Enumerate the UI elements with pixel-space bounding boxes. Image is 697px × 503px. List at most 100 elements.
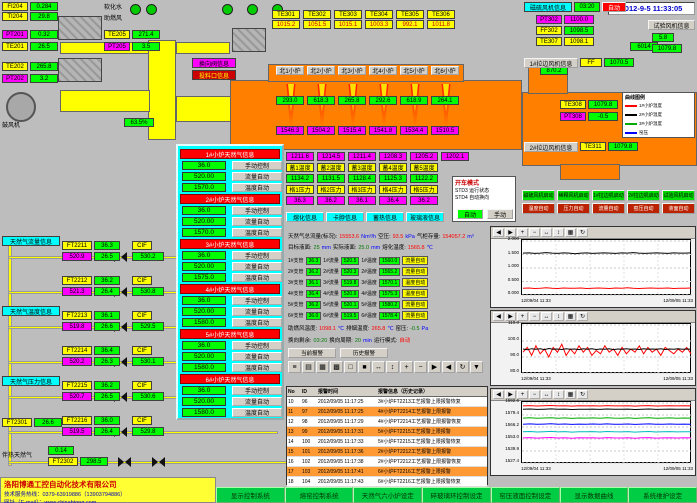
hmi-button[interactable]: 1#拉边机启动 — [592, 190, 625, 201]
clear-icon[interactable]: □ — [344, 361, 357, 373]
popup-button-temp[interactable]: 温度自动 — [232, 318, 282, 327]
hmi-button[interactable]: 北3小炉 — [338, 66, 366, 75]
hmi-button[interactable]: 玻璃液信息 — [406, 212, 444, 222]
popup-button-temp[interactable]: 温度自动 — [232, 363, 282, 372]
bottom-nav-button-4[interactable]: 窑压液面控制设定 — [490, 487, 560, 503]
dropdown-icon[interactable]: ▼ — [470, 361, 483, 373]
hmi-button[interactable]: 蓄热信息 — [366, 212, 404, 222]
menu-icon[interactable]: ≡ — [288, 361, 301, 373]
back-icon[interactable]: ◀ — [442, 361, 455, 373]
refresh-icon[interactable]: ↻ — [577, 390, 588, 399]
bottom-nav-button-5[interactable]: 显示数据曲线 — [559, 487, 629, 503]
hmi-button[interactable]: 2#拉边风机信息 — [524, 142, 578, 152]
grid-icon[interactable]: ▦ — [316, 361, 329, 373]
refresh-icon[interactable]: ↻ — [456, 361, 469, 373]
valve-icon[interactable] — [152, 457, 165, 467]
zoom-in-icon[interactable]: + — [517, 312, 528, 321]
bottom-nav-button-1[interactable]: 熔窑控制系统 — [284, 487, 354, 503]
popup-button-flow[interactable]: 流量自动 — [232, 262, 282, 271]
alarm-tab-1[interactable]: 历史报警 — [340, 348, 388, 358]
hmi-button[interactable]: 压力自动 — [557, 203, 590, 214]
fit-width-icon[interactable]: ↔ — [541, 228, 552, 237]
popup-button-flow[interactable]: 流量自动 — [232, 172, 282, 181]
fit-width-icon[interactable]: ↔ — [541, 390, 552, 399]
zoom-out-icon[interactable]: − — [529, 228, 540, 237]
hmi-button[interactable]: 液面自动 — [662, 203, 695, 214]
hmi-button[interactable]: 温度自动 — [522, 203, 555, 214]
popup-button-manual[interactable]: 手动控制 — [232, 161, 282, 170]
pump-icon[interactable] — [247, 4, 258, 15]
popup-button-flow[interactable]: 流量自动 — [232, 217, 282, 226]
popup-button-temp[interactable]: 温度自动 — [232, 273, 282, 282]
zoom-out-icon[interactable]: − — [414, 361, 427, 373]
grid-icon[interactable]: ▦ — [565, 390, 576, 399]
fit-height-icon[interactable]: ↕ — [553, 390, 564, 399]
popup-button-manual[interactable]: 手动控制 — [232, 251, 282, 260]
popup-button-flow[interactable]: 流量自动 — [232, 307, 282, 316]
pan-left-icon[interactable]: ◀ — [493, 312, 504, 321]
blower-icon[interactable] — [6, 92, 36, 122]
pump-icon[interactable] — [146, 4, 157, 15]
fit-height-icon[interactable]: ↕ — [553, 228, 564, 237]
popup-button-temp[interactable]: 温度自动 — [232, 183, 282, 192]
pan-right-icon[interactable]: ▶ — [505, 312, 516, 321]
hmi-button[interactable]: 2#拉边机启动 — [627, 190, 660, 201]
hmi-button[interactable]: 熔化信息 — [286, 212, 324, 222]
popup-button-manual[interactable]: 手动控制 — [232, 296, 282, 305]
hmi-button[interactable]: 流量自动 — [592, 203, 625, 214]
hmi-button[interactable]: 窑压自动 — [627, 203, 660, 214]
fit-width-icon[interactable]: ↔ — [541, 312, 552, 321]
mode-button-0[interactable]: 自动 — [457, 209, 483, 219]
valve-icon[interactable] — [118, 457, 131, 467]
hmi-button[interactable]: 卡脖信息 — [326, 212, 364, 222]
pan-left-icon[interactable]: ◀ — [493, 390, 504, 399]
pump-icon[interactable] — [130, 4, 141, 15]
fill-icon[interactable]: ■ — [358, 361, 371, 373]
popup-button-flow[interactable]: 流量自动 — [232, 397, 282, 406]
popup-button-manual[interactable]: 手动控制 — [232, 206, 282, 215]
fit-height-icon[interactable]: ↕ — [386, 361, 399, 373]
bottom-nav-button-3[interactable]: 碎玻璃环控制设定 — [422, 487, 491, 503]
hmi-button[interactable]: 磁硫风机启动 — [522, 190, 555, 201]
hmi-button[interactable]: 自动 — [602, 2, 626, 12]
hmi-button[interactable]: 北6小炉 — [431, 66, 459, 75]
popup-button-manual[interactable]: 手动控制 — [232, 386, 282, 395]
grid-icon[interactable]: ▦ — [565, 228, 576, 237]
grid-icon[interactable]: ▦ — [565, 312, 576, 321]
fit-height-icon[interactable]: ↕ — [553, 312, 564, 321]
hmi-button[interactable]: 北5小炉 — [400, 66, 428, 75]
pump-icon[interactable] — [222, 4, 233, 15]
popup-button-temp[interactable]: 温度自动 — [232, 408, 282, 417]
hmi-button[interactable]: 1#拉边风机信息 — [524, 58, 578, 68]
hmi-button[interactable]: 北2小炉 — [307, 66, 335, 75]
refresh-icon[interactable]: ↻ — [577, 312, 588, 321]
zoom-in-icon[interactable]: + — [517, 390, 528, 399]
hmi-button[interactable]: 试验风机信息 — [648, 20, 695, 30]
popup-button-temp[interactable]: 温度自动 — [232, 228, 282, 237]
popup-button-flow[interactable]: 流量自动 — [232, 352, 282, 361]
popup-button-manual[interactable]: 手动控制 — [232, 341, 282, 350]
pan-left-icon[interactable]: ◀ — [493, 228, 504, 237]
alarm-tab-0[interactable]: 当前报警 — [288, 348, 336, 358]
mode-button-1[interactable]: 手动 — [487, 209, 513, 219]
hmi-button[interactable]: 稀释风机启动 — [557, 190, 590, 201]
fit-width-icon[interactable]: ↔ — [372, 361, 385, 373]
hmi-button[interactable]: 试验风机启动 — [662, 190, 695, 201]
shade-grid-icon[interactable]: ▩ — [330, 361, 343, 373]
zoom-out-icon[interactable]: − — [529, 312, 540, 321]
pan-right-icon[interactable]: ▶ — [505, 228, 516, 237]
bottom-nav-button-0[interactable]: 显示控制系统 — [216, 487, 285, 503]
zoom-out-icon[interactable]: − — [529, 390, 540, 399]
hmi-button[interactable]: 北1小炉 — [276, 66, 304, 75]
rows-icon[interactable]: ▤ — [302, 361, 315, 373]
zoom-in-icon[interactable]: + — [517, 228, 528, 237]
